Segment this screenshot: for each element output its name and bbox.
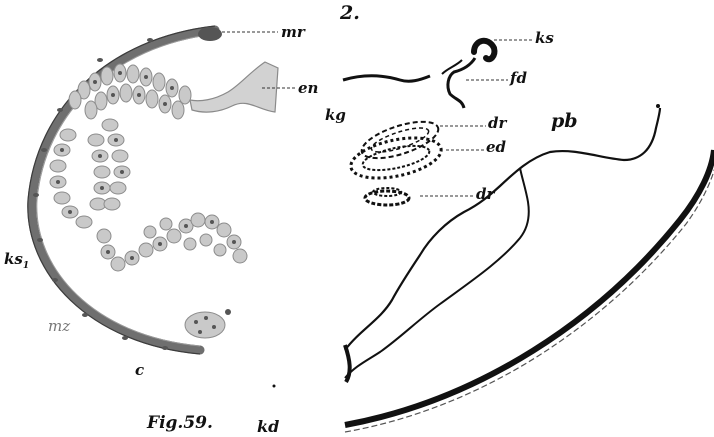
dr-lower — [365, 188, 409, 205]
label-dr-lower: dr — [476, 187, 494, 202]
label-mr: mr — [281, 25, 305, 40]
label-ks1-text: ks — [4, 250, 23, 268]
label-kd: kd — [257, 419, 279, 435]
label-ks: ks — [535, 31, 554, 46]
kg-edge — [343, 76, 430, 81]
ed-structure — [347, 131, 444, 185]
label-fd: fd — [510, 71, 527, 86]
figure-caption: Fig.59. — [147, 415, 213, 432]
label-ed: ed — [486, 140, 506, 155]
dr-upper — [358, 114, 443, 165]
figure-number-label: 2. — [340, 4, 360, 23]
label-kg: kg — [325, 108, 346, 123]
ks-hook — [474, 41, 494, 60]
label-mz: mz — [48, 319, 70, 334]
label-c: c — [135, 363, 144, 378]
label-en: en — [298, 81, 318, 96]
pb-dot — [656, 104, 660, 108]
label-dr-upper: dr — [488, 116, 506, 131]
label-ks1: ks1 — [4, 252, 29, 271]
stray-dot — [273, 385, 276, 388]
label-pb: pb — [551, 112, 578, 131]
label-ks1-subscript: 1 — [23, 261, 29, 271]
fd-duct — [448, 58, 475, 108]
pb-lower-outline — [345, 168, 529, 378]
